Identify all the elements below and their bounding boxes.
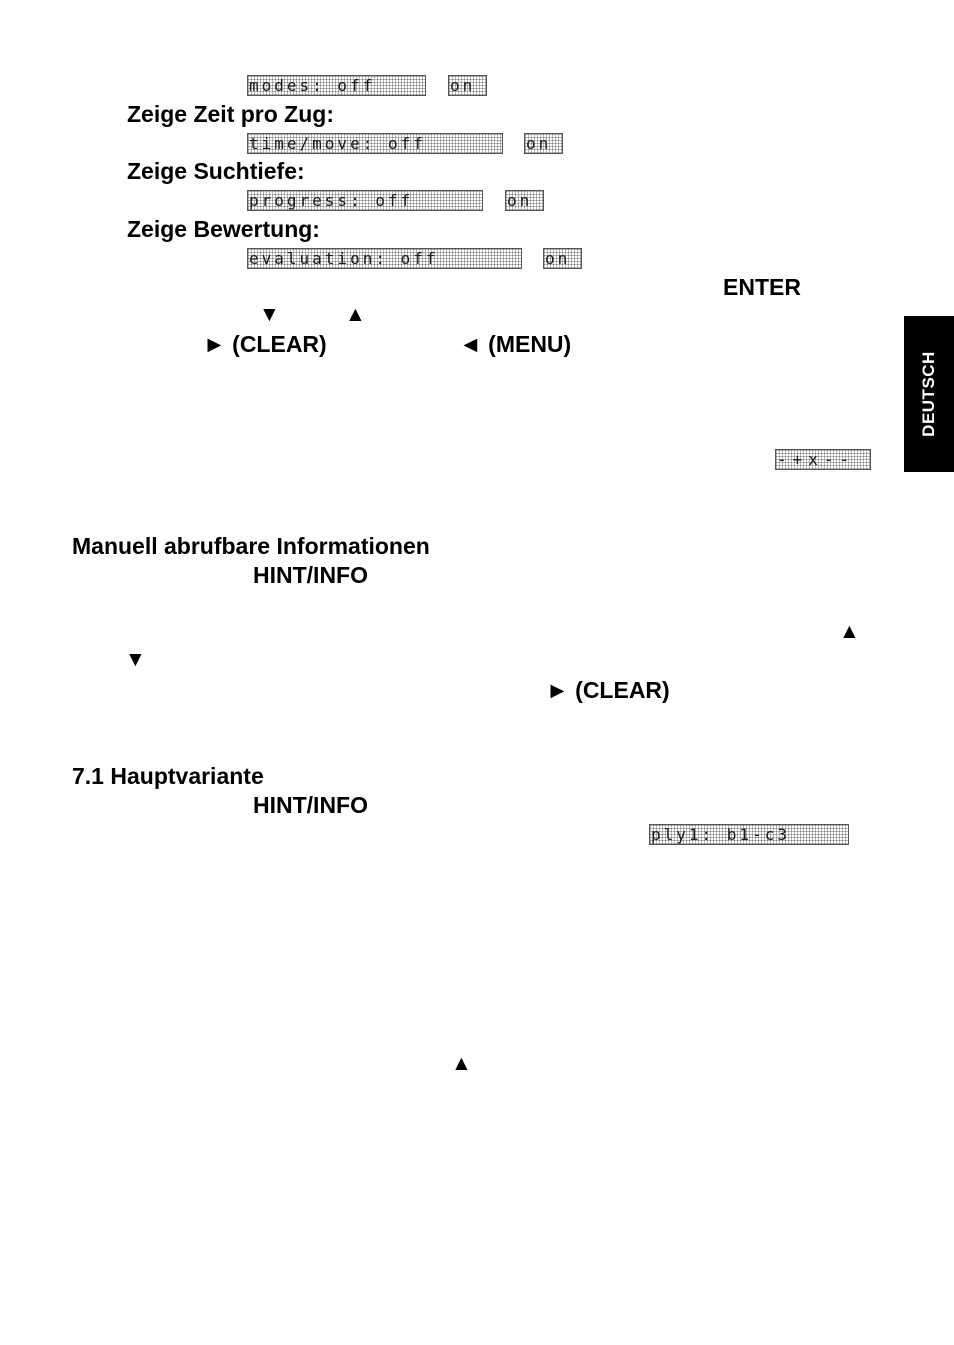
heading-manual-info: Manuell abrufbare Informationen (72, 533, 430, 559)
lcd-time-move-on: on (524, 133, 563, 154)
down-arrow-icon: ▼ (259, 303, 280, 326)
heading-time-per-move: Zeige Zeit pro Zug: (127, 101, 334, 127)
language-tab-label: DEUTSCH (919, 351, 938, 437)
lcd-progress-on: on (505, 190, 544, 211)
menu-key-label: ◄ (MENU) (459, 331, 572, 357)
heading-search-depth: Zeige Suchtiefe: (127, 158, 305, 184)
lcd-evaluation-on: on (543, 248, 582, 269)
down-arrow-icon: ▼ (125, 648, 146, 671)
hint-info-key-label: HINT/INFO (253, 562, 368, 588)
lcd-ply: ply1: b1-c3 (649, 824, 849, 845)
clear-key-label: ► (CLEAR) (203, 331, 327, 357)
lcd-evaluation-off: evaluation: off (247, 248, 522, 269)
up-arrow-icon: ▲ (451, 1052, 472, 1075)
lcd-modes-on: on (448, 75, 487, 96)
hint-info-key-label: HINT/INFO (253, 792, 368, 818)
lcd-progress-off: progress: off (247, 190, 483, 211)
lcd-score: -+x-- (775, 449, 871, 470)
clear-key-label: ► (CLEAR) (546, 677, 670, 703)
lcd-modes-off: modes: off (247, 75, 426, 96)
lcd-time-move-off: time/move: off (247, 133, 503, 154)
up-arrow-icon: ▲ (839, 620, 860, 643)
up-arrow-icon: ▲ (345, 303, 366, 326)
heading-main-variant: 7.1 Hauptvariante (72, 763, 264, 789)
enter-key-label: ENTER (723, 274, 801, 300)
language-tab: DEUTSCH (904, 316, 954, 472)
heading-evaluation: Zeige Bewertung: (127, 216, 320, 242)
